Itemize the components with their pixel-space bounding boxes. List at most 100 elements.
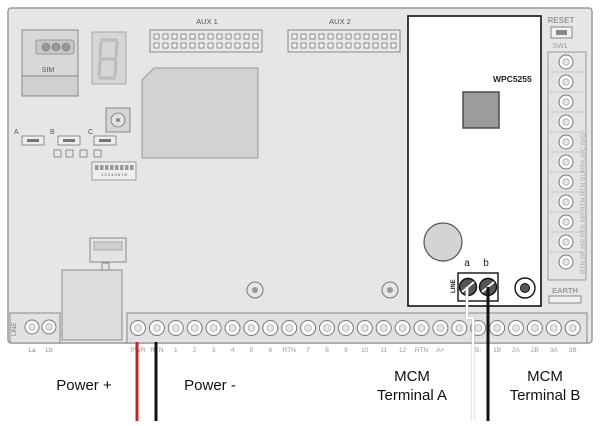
dip-switch: 1 2 3 4 5 6 7 8 — [91, 161, 137, 181]
dip-key — [105, 165, 109, 170]
header-pin — [162, 33, 169, 40]
header-pin — [354, 33, 361, 40]
bottom-terminal-screw — [356, 320, 373, 336]
line-terminal-screw — [24, 319, 40, 335]
bottom-terminal-screw — [564, 320, 581, 336]
header-pin — [381, 42, 388, 49]
right-terminal-screw — [558, 114, 574, 130]
jumper-c — [93, 135, 117, 146]
right-terminal-screw — [558, 134, 574, 150]
bottom-terminal-screw — [451, 320, 468, 336]
module-mounting-hole — [514, 277, 536, 299]
bottom-terminal-label: 3A — [550, 347, 559, 354]
header-pin — [180, 42, 187, 49]
bottom-terminal-screw — [337, 320, 354, 336]
right-terminal-screw — [558, 74, 574, 90]
header-pin — [252, 42, 259, 49]
header-pin — [153, 42, 160, 49]
header-pin — [309, 33, 316, 40]
mcm-terminal-a-wire — [465, 287, 475, 421]
sim-label: SIM — [42, 67, 55, 74]
header-pin — [336, 42, 343, 49]
main-processor-chip — [141, 67, 259, 159]
header-pin — [207, 42, 214, 49]
header-pin — [363, 42, 370, 49]
header-pin — [216, 33, 223, 40]
sw1-label: SW1 — [552, 43, 567, 50]
bottom-terminal-label: 2 — [193, 347, 197, 354]
bottom-terminal-label: 4 — [231, 347, 235, 354]
dip-key — [95, 165, 99, 170]
dip-key — [100, 165, 104, 170]
header-pin — [189, 33, 196, 40]
bottom-terminal-label: 2B — [531, 347, 539, 354]
header-pin — [336, 33, 343, 40]
bottom-terminal-screws: PWRRTN123456RTN789101112RTNA+B-1B2A2B3A3… — [130, 320, 581, 354]
mcm-a-line2: Terminal A — [376, 387, 448, 404]
dip-key — [115, 165, 119, 170]
header-pin — [345, 33, 352, 40]
module-terminal-a-label: a — [464, 258, 470, 269]
mcm-terminal-b-caption: MCM Terminal B — [497, 367, 593, 405]
aux1-label: AUX 1 — [196, 17, 218, 26]
header-pin — [300, 33, 307, 40]
power-plus-caption: Power + — [50, 376, 118, 395]
jumper-a — [21, 135, 45, 146]
power-minus-caption: Power - — [176, 376, 244, 395]
bottom-terminal-screw — [262, 320, 279, 336]
header-pin — [252, 33, 259, 40]
bottom-terminal-label: 1 — [174, 347, 178, 354]
bottom-terminal-screw — [394, 320, 411, 336]
header-pin — [243, 33, 250, 40]
header-pin — [309, 42, 316, 49]
header-pin — [225, 42, 232, 49]
header-pin — [180, 33, 187, 40]
seven-segment-display — [91, 31, 127, 85]
mcm-a-line1: MCM — [394, 368, 430, 385]
aux2-header — [287, 29, 401, 53]
header-pin — [153, 33, 160, 40]
module-line-label: LINE — [451, 279, 457, 293]
bottom-terminal-screw — [186, 320, 203, 336]
header-pin — [318, 33, 325, 40]
jumper-b — [57, 135, 81, 146]
mounting-hole-left — [246, 281, 264, 299]
mounting-hole-right — [381, 281, 399, 299]
bottom-terminal-screw — [545, 320, 562, 336]
bottom-terminal-label: A+ — [436, 347, 444, 354]
right-terminal-screws — [550, 54, 584, 270]
reset-button — [550, 26, 573, 39]
bottom-terminal-label: 3B — [569, 347, 577, 354]
right-terminal-screw — [558, 254, 574, 270]
jumper-pads — [53, 149, 102, 158]
transformer-block — [61, 269, 123, 341]
header-pin — [372, 33, 379, 40]
header-pin — [225, 33, 232, 40]
right-terminal-screw — [558, 154, 574, 170]
aux1-header — [149, 29, 263, 53]
bottom-terminal-label: 10 — [361, 347, 369, 354]
module-chip — [462, 91, 500, 129]
header-pin — [390, 42, 397, 49]
right-terminal-labels: RTN BF MP RTN MP RTN RTN BUPPA N/C N/O — [580, 133, 587, 274]
bottom-terminal-screw — [489, 320, 506, 336]
mcm-b-line1: MCM — [527, 368, 563, 385]
bottom-terminal-label: 12 — [399, 347, 407, 354]
connector-block — [89, 237, 127, 271]
bottom-terminal-screw — [148, 320, 165, 336]
right-terminal-screw — [558, 94, 574, 110]
jumper-b-label: B — [50, 129, 55, 136]
bottom-terminal-screw — [319, 320, 335, 336]
bottom-terminal-screw — [300, 320, 317, 336]
right-terminal-screw — [558, 174, 574, 190]
bottom-terminal-label: 11 — [380, 347, 387, 354]
header-pin — [363, 33, 370, 40]
jumper-c-label: C — [88, 129, 93, 136]
header-pin — [300, 42, 307, 49]
bottom-terminal-screw — [526, 320, 543, 336]
line-terminal-label: LINE — [12, 323, 18, 336]
header-pin — [345, 42, 352, 49]
bottom-terminal-label: 7 — [306, 347, 310, 354]
header-pin — [327, 33, 334, 40]
bottom-terminal-label: 2A — [512, 347, 521, 354]
